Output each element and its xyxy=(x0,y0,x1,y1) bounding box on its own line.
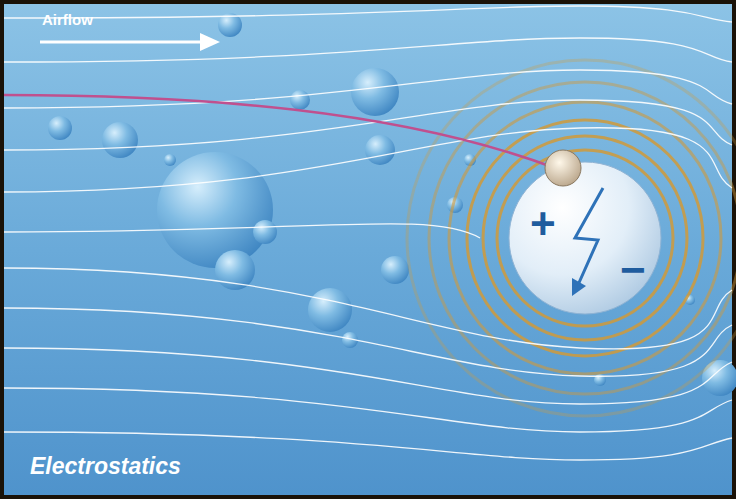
captured-particle xyxy=(545,150,581,186)
plus-sign: + xyxy=(530,200,556,248)
airflow-arrowhead xyxy=(200,33,220,51)
background xyxy=(4,4,732,495)
caption-slot: Electrostatics xyxy=(30,452,181,480)
particles xyxy=(48,13,736,396)
plus-sign-slot: + xyxy=(530,200,556,248)
field-rings xyxy=(407,60,736,416)
fiber xyxy=(509,162,661,314)
streamlines xyxy=(4,6,732,460)
caption: Electrostatics xyxy=(30,452,181,480)
charge-bolt-head xyxy=(572,278,586,296)
minus-sign: − xyxy=(620,246,646,294)
particle-trajectory xyxy=(4,95,555,168)
airflow-label-slot: Airflow xyxy=(42,12,93,29)
minus-sign-slot: − xyxy=(620,246,646,294)
airflow-arrow xyxy=(40,41,205,44)
charge-bolt xyxy=(575,188,603,285)
airflow-label: Airflow xyxy=(42,12,93,29)
